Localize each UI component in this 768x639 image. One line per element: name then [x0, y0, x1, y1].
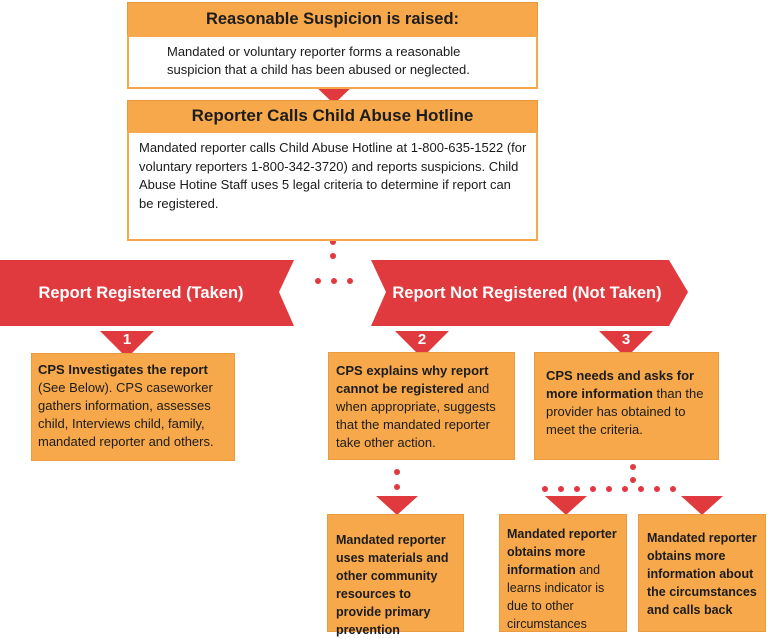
box-prevention-text: Mandated reporter uses materials and oth… [336, 533, 449, 637]
marker-1-triangle [100, 331, 154, 358]
raised-text: Mandated or voluntary reporter forms a r… [167, 44, 470, 77]
marker-3-number: 3 [621, 331, 631, 348]
box-needs-info: CPS needs and asks for more information … [534, 352, 719, 460]
box-investigates-bold: CPS Investigates the report [38, 362, 208, 377]
box-explains-bold: CPS explains why report cannot be regist… [336, 363, 489, 396]
raised-title: Reasonable Suspicion is raised: [205, 9, 460, 28]
marker-2-number: 2 [417, 331, 427, 348]
raised-text-box: Mandated or voluntary reporter forms a r… [127, 35, 538, 89]
marker-2-triangle [395, 331, 449, 358]
registered-banner-shape [0, 260, 294, 326]
box-investigates: CPS Investigates the report (See Below).… [31, 353, 235, 461]
marker-3-triangle [599, 331, 653, 358]
not-registered-banner-shape [371, 260, 688, 326]
box-prevention: Mandated reporter uses materials and oth… [327, 514, 464, 637]
box-investigates-text: (See Below). CPS caseworker gathers info… [38, 380, 214, 449]
hotline-text: Mandated reporter calls Child Abuse Hotl… [139, 140, 527, 211]
box-explains: CPS explains why report cannot be regist… [328, 352, 515, 460]
hotline-title-bar: Reporter Calls Child Abuse Hotline [127, 100, 538, 132]
registered-label: Report Registered (Taken) [38, 283, 244, 302]
box-other-circumstances-text: and learns indicator is due to other cir… [507, 563, 605, 631]
arrow-down-icon [545, 496, 587, 515]
box-other-circumstances: Mandated reporter obtains more informati… [499, 514, 627, 632]
box-needs-info-text: than the provider has obtained to meet t… [546, 386, 704, 437]
not-registered-label: Report Not Registered (Not Taken) [392, 283, 662, 302]
arrow-down-icon [681, 496, 723, 515]
box-explains-text: and when appropriate, suggests that the … [336, 381, 496, 450]
box-other-circumstances-bold: Mandated reporter obtains more informati… [507, 527, 617, 577]
box-calls-back: Mandated reporter obtains more informati… [638, 514, 766, 632]
box-calls-back-text: Mandated reporter obtains more informati… [647, 531, 757, 617]
arrow-down-icon [376, 496, 418, 515]
raised-title-bar: Reasonable Suspicion is raised: [127, 2, 538, 36]
hotline-text-box: Mandated reporter calls Child Abuse Hotl… [127, 131, 538, 241]
box-needs-info-bold: CPS needs and asks for more information [546, 368, 695, 401]
hotline-title: Reporter Calls Child Abuse Hotline [191, 106, 474, 125]
marker-1-number: 1 [122, 331, 132, 348]
